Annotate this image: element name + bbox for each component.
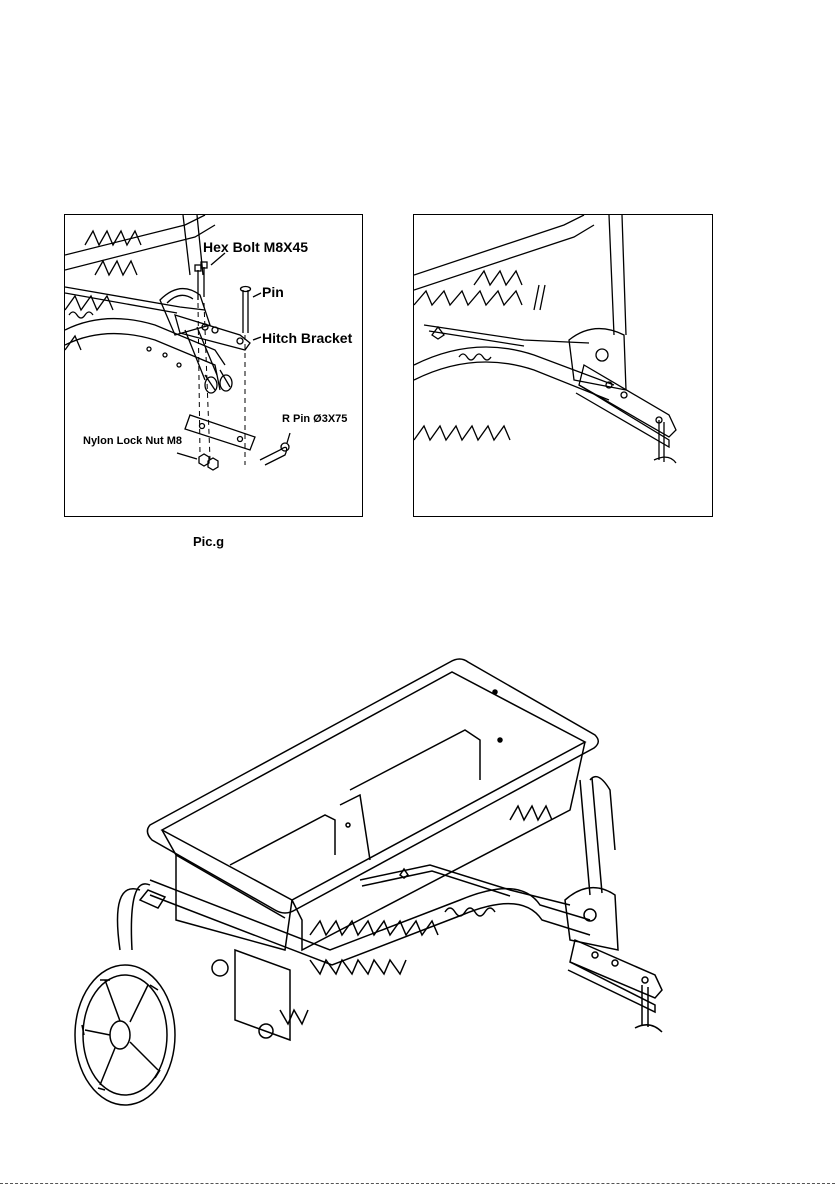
hitch-bracket-label: Hitch Bracket — [262, 330, 352, 346]
aerator-spreader-assembly-illustration — [70, 650, 670, 1110]
exploded-hitch-diagram: Hex Bolt M8X45 Pin Hitch Bracket R Pin Ø… — [64, 214, 363, 517]
r-pin-label: R Pin Ø3X75 — [282, 413, 347, 425]
figure-caption: Pic.g — [193, 534, 224, 549]
hex-bolt-label: Hex Bolt M8X45 — [203, 239, 308, 255]
nylon-lock-nut-label: Nylon Lock Nut M8 — [83, 435, 182, 447]
assembled-hitch-diagram — [413, 214, 713, 517]
exploded-hitch-drawing — [65, 215, 362, 516]
bottom-rule — [0, 1183, 835, 1184]
pin-label: Pin — [262, 284, 284, 300]
assembled-hitch-drawing — [414, 215, 712, 516]
